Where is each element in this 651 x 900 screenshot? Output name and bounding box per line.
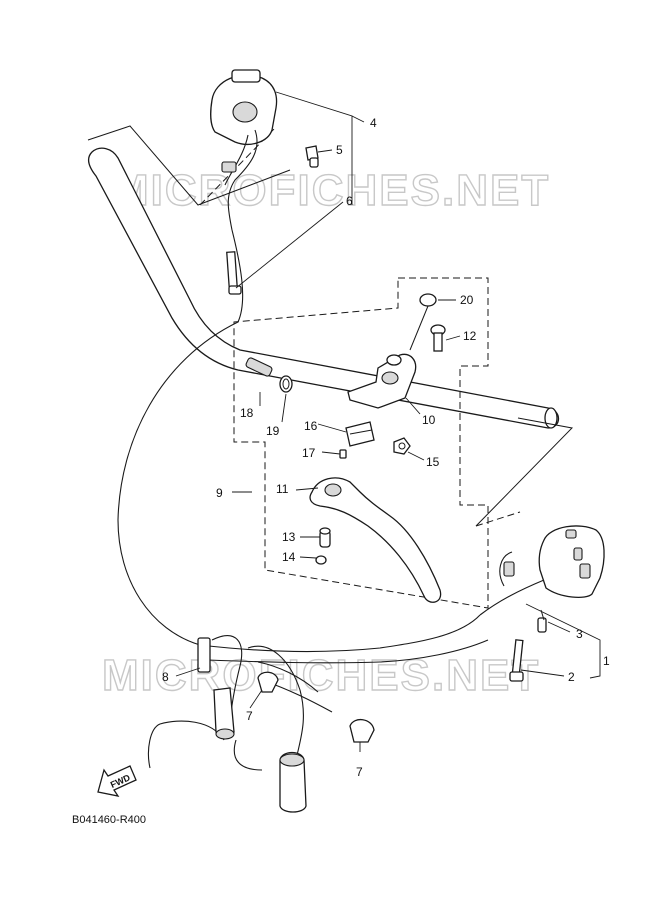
watermark-bottom: MICROFICHES.NET [102, 651, 540, 700]
callout-18: 18 [240, 406, 254, 420]
callout-5: 5 [336, 143, 343, 157]
clutch-lever-part-11 [309, 477, 442, 603]
callout-12: 12 [463, 329, 477, 343]
callout-19: 19 [266, 424, 280, 438]
screw-part-3 [537, 609, 547, 633]
callout-14: 14 [282, 550, 296, 564]
bolt-part-12 [430, 324, 446, 352]
lever-holder-part-10 [347, 353, 417, 409]
lead-lines [175, 91, 601, 752]
callout-4: 4 [370, 116, 377, 130]
clamp-part-7a [257, 671, 279, 693]
forward-arrow-icon: FWD [97, 765, 137, 797]
callout-7b: 7 [356, 765, 363, 779]
handlebar [87, 147, 560, 429]
watermark-top: MICROFICHES.NET [112, 166, 550, 215]
lever-group-outline [233, 277, 489, 609]
screw-part-5 [305, 145, 319, 168]
cable-left [117, 229, 244, 646]
collar-part-13 [319, 527, 331, 548]
spring-part-19 [279, 375, 293, 393]
dashed-link-right [475, 511, 521, 527]
callout-8: 8 [162, 670, 169, 684]
long-screw-part-2 [509, 639, 524, 682]
callout-15: 15 [426, 455, 440, 469]
adjuster-part-18 [245, 357, 273, 377]
callout-1: 1 [603, 654, 610, 668]
nut-part-15 [393, 437, 411, 455]
callout-9: 9 [216, 486, 223, 500]
nut-part-20 [409, 293, 437, 351]
callout-3: 3 [576, 627, 583, 641]
screw-part-17 [339, 449, 347, 459]
oring-part-14 [315, 555, 327, 565]
cable-boot-right [279, 751, 307, 813]
callout-7a: 7 [246, 709, 253, 723]
callout-10: 10 [422, 413, 436, 427]
right-handlebar-switch [479, 525, 605, 616]
left-handlebar-switch [210, 69, 278, 231]
long-screw-part-6 [226, 251, 242, 295]
callout-17: 17 [302, 446, 316, 460]
callout-11: 11 [276, 482, 289, 496]
callout-20: 20 [460, 293, 474, 307]
diagram-code: B041460-R400 [72, 814, 146, 826]
wiring-harness [147, 614, 489, 771]
callout-2: 2 [568, 670, 575, 684]
connector-part-8 [197, 637, 211, 673]
callout-13: 13 [282, 530, 296, 544]
callout-6: 6 [346, 194, 353, 208]
outline-left-group [87, 125, 291, 206]
callouts: 4 5 6 20 12 10 15 16 17 18 19 11 9 13 14… [162, 116, 610, 779]
callout-16: 16 [304, 419, 318, 433]
clamp-part-7b [349, 719, 375, 743]
outline-right-group [475, 417, 574, 527]
bracket-part-16 [345, 421, 375, 447]
cable-boot-left [213, 687, 235, 740]
